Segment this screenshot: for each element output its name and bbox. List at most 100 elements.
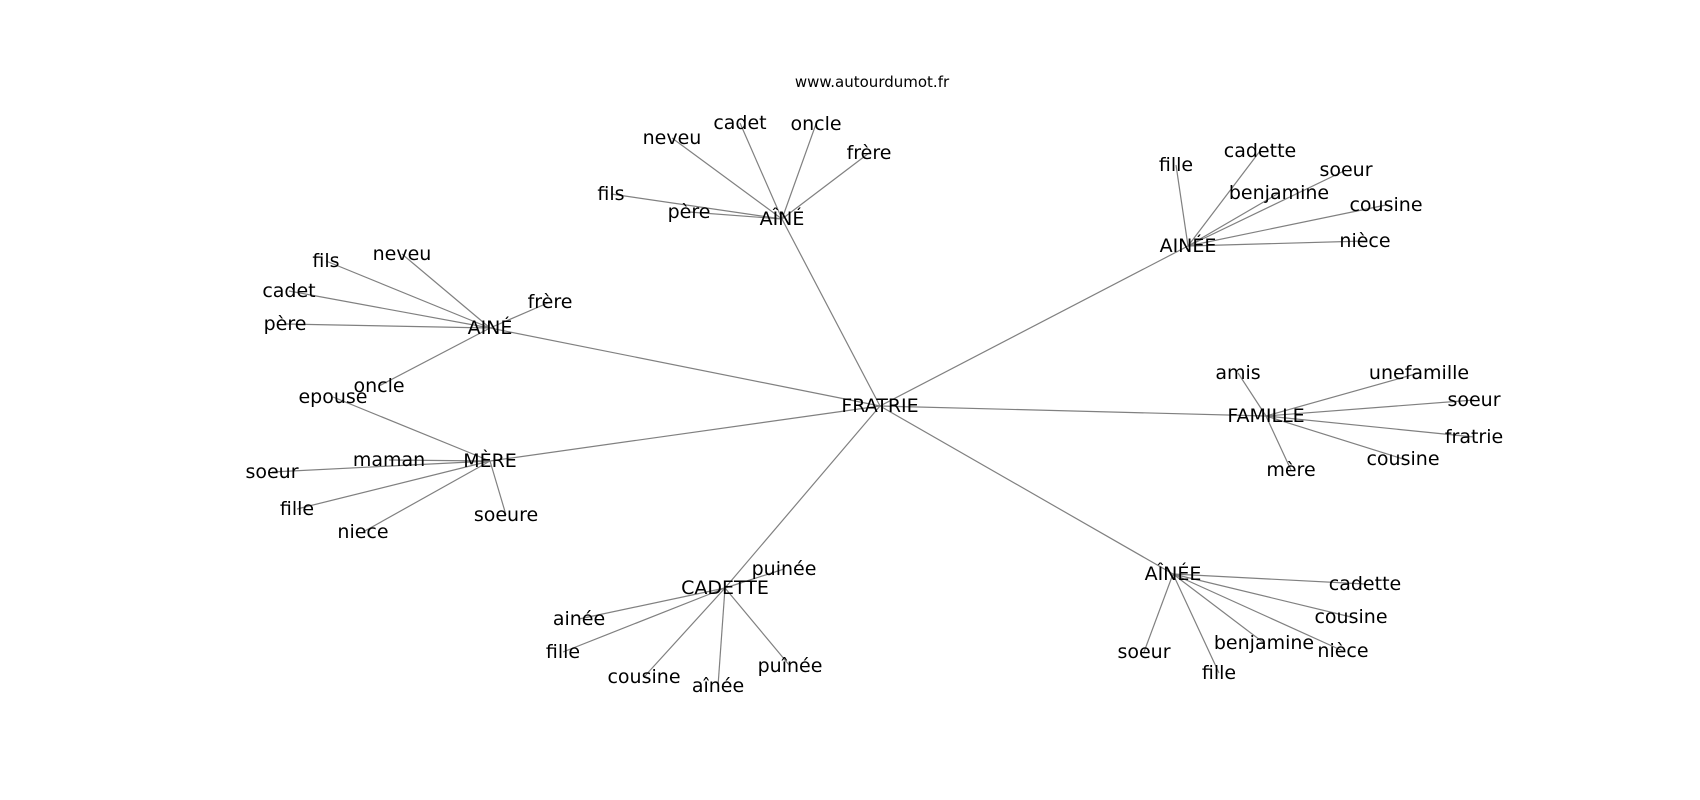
node-f-amis: amis — [1215, 362, 1260, 384]
edge-cadette_hub-c_puinee2 — [724, 587, 791, 667]
node-t-neveu: neveu — [643, 127, 702, 149]
edge-mere-m_epouse — [332, 396, 491, 462]
edge-mere-m_niece — [362, 460, 491, 533]
edge-aine_left-l_neveu — [401, 253, 491, 329]
node-tr-cadette: cadette — [1224, 140, 1296, 162]
node-l-frere: frère — [528, 291, 573, 313]
edge-aine_top-t_neveu — [671, 137, 783, 220]
edge-fratrie-ainee_tr — [879, 245, 1189, 407]
node-aine-top: AÎNÉ — [760, 207, 805, 230]
node-t-pere: père — [668, 201, 711, 223]
edge-famille-f_unefamille — [1265, 372, 1420, 417]
node-tr-fille: fille — [1159, 154, 1193, 176]
edge-ainee_br-b_cousine — [1172, 573, 1352, 618]
edge-famille-f_cousine — [1265, 415, 1404, 460]
node-c-ainee: ainée — [553, 608, 605, 630]
edge-cadette_hub-c_ainee — [578, 587, 726, 620]
node-c-puinee2: puînée — [758, 655, 823, 677]
edge-aine_top-t_pere — [688, 211, 783, 220]
edge-mere-m_maman — [388, 459, 491, 462]
edge-ainee_tr-tr_niece — [1187, 240, 1366, 247]
node-b-benjamine: benjamine — [1214, 632, 1314, 654]
edge-ainee_br-b_benjamine — [1172, 573, 1265, 644]
node-b-cadette: cadette — [1329, 573, 1401, 595]
edge-ainee_tr-tr_cadette — [1187, 150, 1261, 247]
node-m-soeure: soeure — [474, 504, 538, 526]
edge-ainee_br-b_soeur — [1143, 573, 1174, 653]
edge-aine_left-l_frere — [489, 301, 551, 329]
node-cadette-hub: CADETTE — [681, 577, 769, 599]
edge-ainee_tr-tr_benjamine — [1187, 192, 1280, 247]
edge-fratrie-aine_left — [489, 327, 881, 407]
node-f-unefamille: unefamille — [1369, 362, 1469, 384]
edge-ainee_tr-tr_fille — [1175, 164, 1189, 247]
node-tr-cousine: cousine — [1349, 194, 1422, 216]
node-ainee-br: AÎNÉE — [1145, 562, 1202, 585]
node-tr-soeur: soeur — [1319, 159, 1372, 181]
edge-famille-f_fratrie — [1265, 415, 1475, 438]
node-tr-niece: nièce — [1339, 230, 1390, 252]
edge-ainee_br-b_fille — [1172, 573, 1220, 674]
node-l-neveu: neveu — [373, 243, 432, 265]
edge-cadette_hub-c_ainee2 — [717, 587, 726, 687]
edge-aine_left-l_oncle — [378, 327, 491, 387]
node-m-epouse: epouse — [298, 386, 367, 408]
edge-cadette_hub-c_puinee — [724, 568, 785, 589]
edge-famille-f_soeur — [1265, 399, 1475, 417]
node-famille: FAMILLE — [1227, 405, 1304, 427]
node-b-soeur: soeur — [1117, 641, 1170, 663]
site-url: www.autourdumot.fr — [795, 73, 950, 91]
node-tr-benjamine: benjamine — [1229, 182, 1329, 204]
edge-aine_top-t_oncle — [781, 123, 817, 220]
edge-ainee_br-b_cadette — [1172, 573, 1366, 585]
edge-aine_left-l_fils — [325, 260, 491, 329]
edge-layer — [271, 122, 1475, 687]
node-aine-left: AINÉ — [468, 316, 513, 339]
edge-cadette_hub-c_fille — [562, 587, 726, 653]
node-f-fratrie: fratrie — [1445, 426, 1503, 448]
node-t-oncle: oncle — [790, 113, 841, 135]
edge-famille-f_mere — [1265, 415, 1292, 471]
node-m-niece: niece — [337, 521, 388, 543]
node-f-soeur: soeur — [1447, 389, 1500, 411]
edge-fratrie-ainee_br — [879, 405, 1174, 575]
edge-aine_left-l_pere — [284, 323, 491, 329]
edge-aine_top-t_fils — [610, 193, 783, 220]
node-fratrie: FRATRIE — [841, 395, 918, 417]
edge-fratrie-famille — [879, 405, 1267, 417]
edge-famille-f_amis — [1237, 372, 1267, 417]
edge-ainee_tr-tr_soeur — [1187, 169, 1347, 247]
node-c-cousine: cousine — [607, 666, 680, 688]
edge-fratrie-aine_top — [781, 218, 881, 407]
node-f-cousine: cousine — [1366, 448, 1439, 470]
edge-ainee_br-b_niece — [1172, 573, 1344, 652]
edge-fratrie-cadette_hub — [724, 405, 881, 589]
edge-ainee_tr-tr_cousine — [1187, 204, 1387, 247]
node-c-fille: fille — [546, 641, 580, 663]
node-l-pere: père — [264, 313, 307, 335]
edge-fratrie-mere — [489, 405, 881, 462]
node-t-cadet: cadet — [713, 112, 766, 134]
edge-aine_top-t_frere — [781, 152, 870, 220]
node-m-soeur: soeur — [245, 461, 298, 483]
edge-mere-m_soeur — [271, 460, 491, 473]
edge-cadette_hub-c_cousine — [643, 587, 726, 678]
node-b-niece: nièce — [1317, 640, 1368, 662]
node-l-cadet: cadet — [262, 280, 315, 302]
edge-mere-m_soeure — [489, 460, 507, 516]
node-l-oncle: oncle — [353, 375, 404, 397]
node-ainee-tr: AINÉE — [1160, 234, 1217, 257]
node-c-ainee2: aînée — [692, 675, 744, 697]
edge-mere-m_fille — [296, 460, 491, 510]
label-layer: FRATRIEAÎNÉAINÉEAINÉMÈREFAMILLECADETTEAÎ… — [245, 112, 1503, 697]
node-t-frere: frère — [847, 142, 892, 164]
node-l-fils: fils — [312, 250, 339, 272]
node-m-fille: fille — [280, 498, 314, 520]
node-b-cousine: cousine — [1314, 606, 1387, 628]
edge-aine_left-l_cadet — [288, 290, 491, 329]
node-m-maman: maman — [353, 449, 425, 471]
node-b-fille: fille — [1202, 662, 1236, 684]
node-t-fils: fils — [597, 183, 624, 205]
node-f-mere: mère — [1266, 459, 1315, 481]
